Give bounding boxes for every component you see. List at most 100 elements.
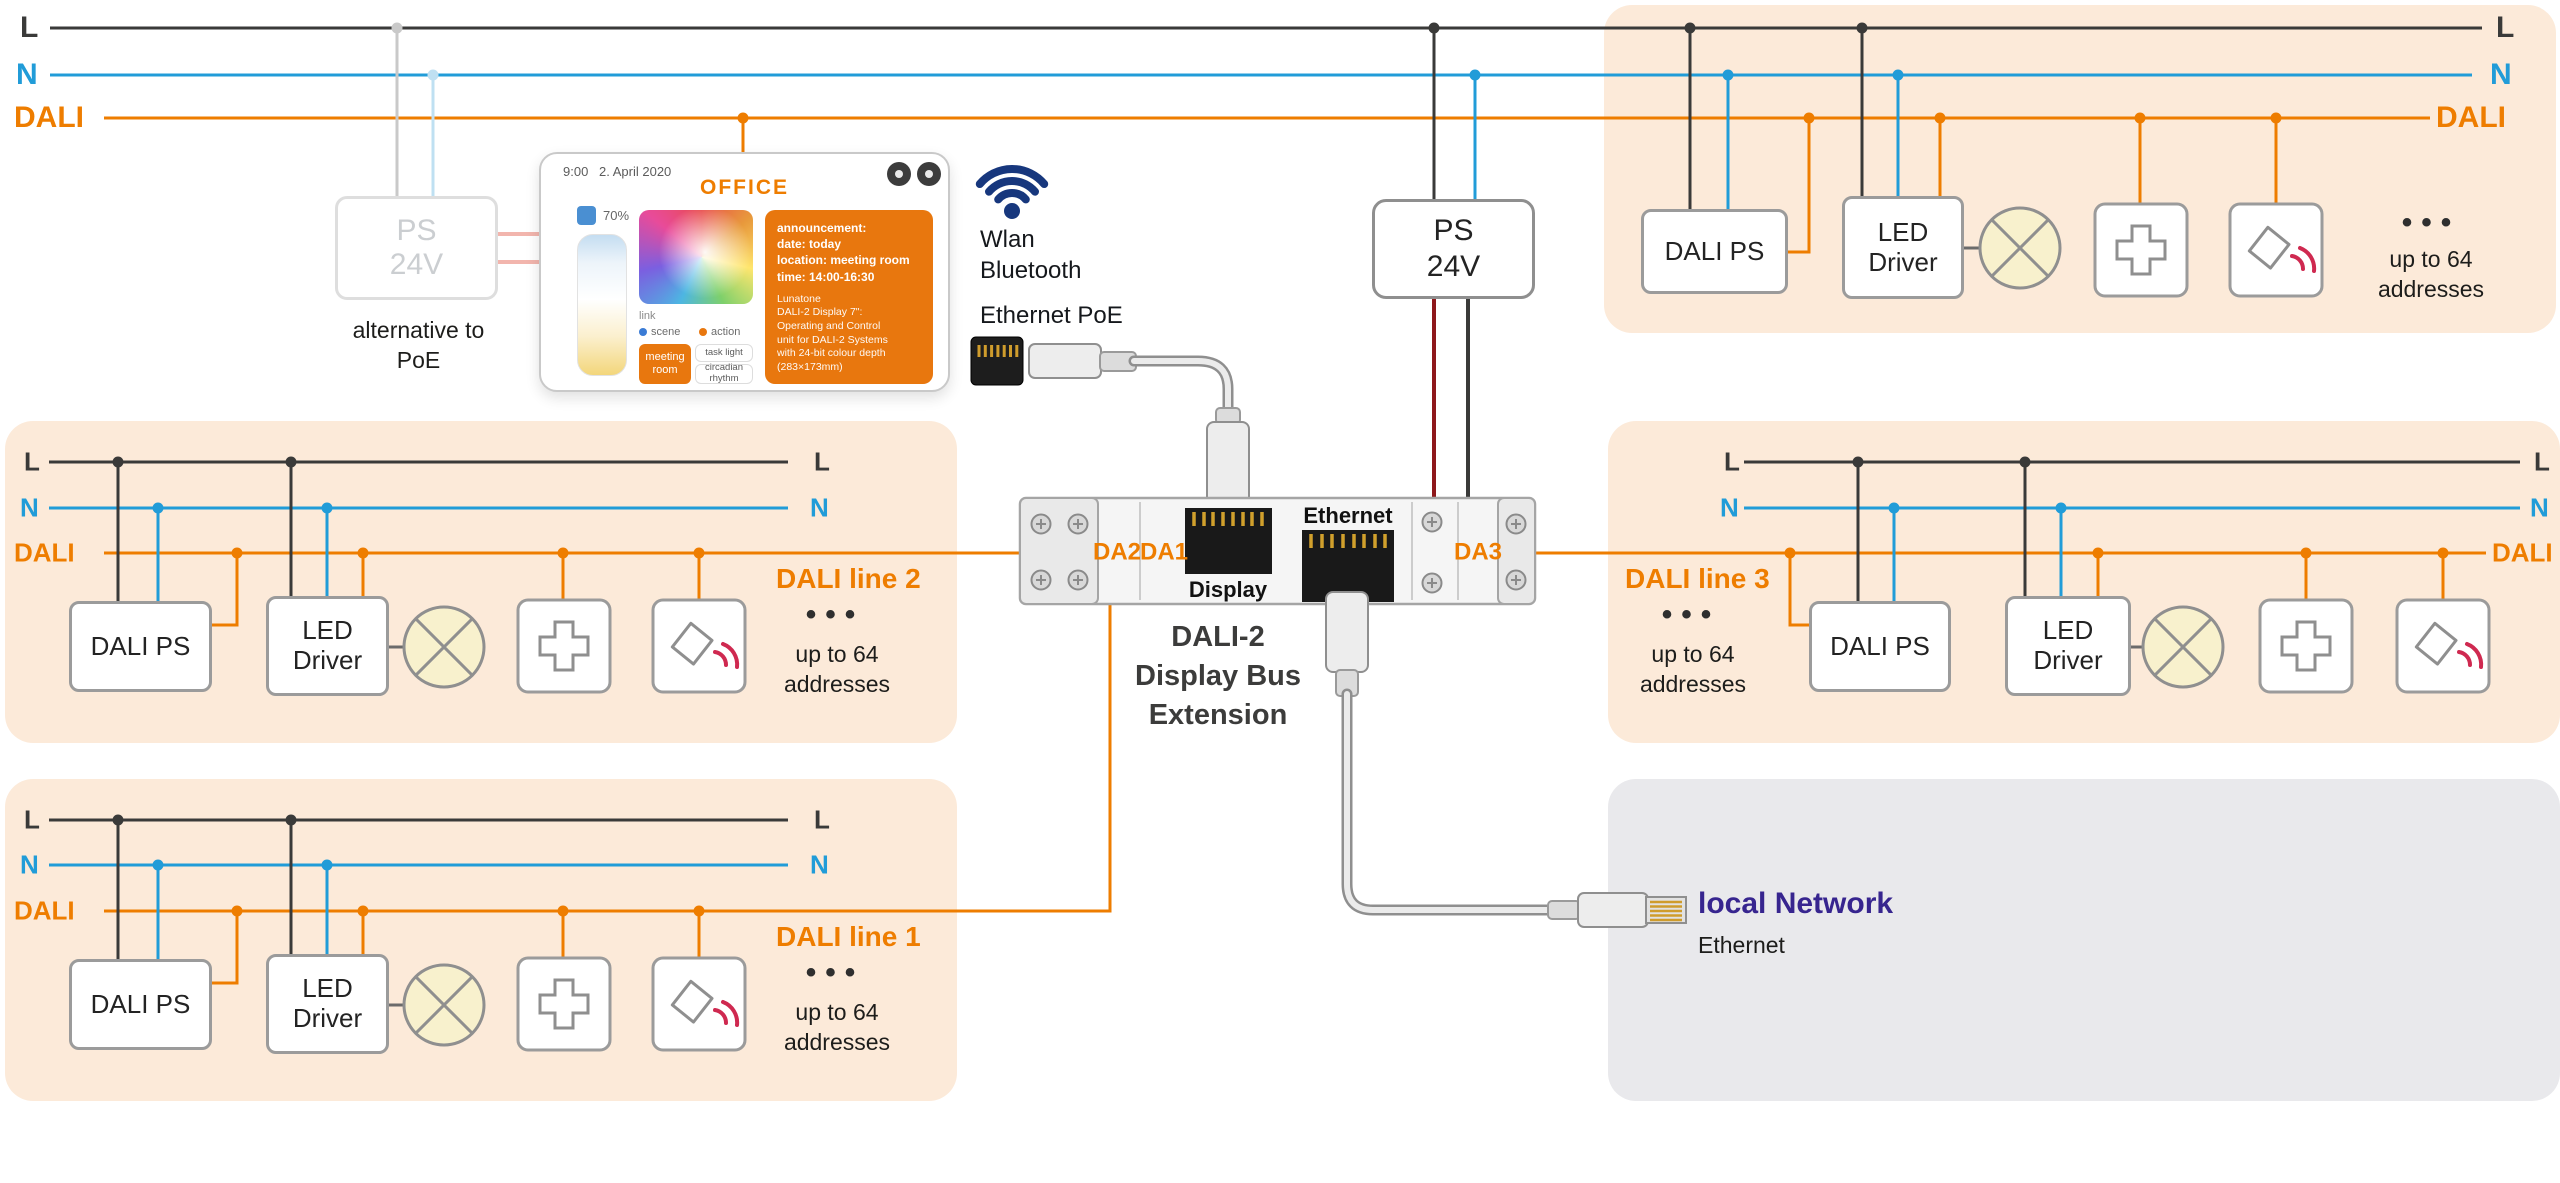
lamp-icon <box>2141 605 2225 689</box>
lamp-icon <box>402 963 486 1047</box>
display-port <box>1185 508 1272 574</box>
line1-n-right: N <box>810 849 829 880</box>
bus-label-dali-right: DALI <box>2436 101 2506 134</box>
line1-wires <box>49 604 1112 1007</box>
line2-l-left: L <box>24 446 40 477</box>
line2-n-left: N <box>20 492 39 523</box>
ethernet-poe-label: Ethernet PoE <box>980 302 1123 329</box>
presence-sensor-icon <box>651 598 747 694</box>
relay-icon <box>2258 598 2354 694</box>
bus-label-l-left: L <box>20 11 39 44</box>
settings-icon[interactable] <box>887 162 911 186</box>
dali-ps-box: DALI PS <box>1641 209 1788 294</box>
announcement-text: announcement: date: today location: meet… <box>777 221 910 284</box>
ethernet-port <box>1302 530 1394 602</box>
power-icon[interactable] <box>917 162 941 186</box>
led-driver-box: LED Driver <box>266 954 389 1054</box>
line2-n-right: N <box>810 492 829 523</box>
presence-sensor-icon <box>2228 202 2324 298</box>
line3-n-right: N <box>2530 492 2549 523</box>
module-da3-label: DA3 <box>1453 538 1503 566</box>
action-label: action <box>711 326 741 338</box>
task-light-button[interactable]: task light <box>695 344 753 362</box>
brightness-slider[interactable] <box>577 234 627 376</box>
module-name: DALI-2 Display Bus Extension <box>1135 621 1301 732</box>
display-cable <box>1128 355 1250 514</box>
ps-24v-alternative-box: PS 24V <box>335 196 498 300</box>
bus-label-dali-left: DALI <box>14 101 84 134</box>
led-driver-box: LED Driver <box>1842 196 1964 299</box>
relay-icon <box>516 598 612 694</box>
ethernet-port-label: Ethernet <box>1303 503 1393 528</box>
dali-ps-box: DALI PS <box>69 601 212 692</box>
line1-dali-left: DALI <box>14 895 75 926</box>
meeting-room-button[interactable]: meeting room <box>639 344 691 384</box>
dali-ps-box: DALI PS <box>1809 601 1951 692</box>
bus-label-n-left: N <box>16 58 38 91</box>
led-driver-box: LED Driver <box>2005 596 2131 696</box>
line2-l-right: L <box>814 446 830 477</box>
scene-chip[interactable]: scene <box>639 326 680 338</box>
line2-title: DALI line 2 <box>776 563 921 594</box>
module-da1-label: DA1 <box>1139 538 1189 566</box>
action-chip[interactable]: action <box>699 326 740 338</box>
alternative-ps-wires <box>391 22 539 264</box>
alternative-to-poe-note: alternative to PoE <box>352 317 485 373</box>
product-note: Lunatone DALI-2 Display 7": Operating an… <box>777 292 888 373</box>
more-devices-dots: ••• <box>805 598 865 631</box>
announcement-panel: announcement: date: today location: meet… <box>765 210 933 384</box>
top-bus-lines <box>50 26 2482 120</box>
ethernet-cable <box>1325 591 1687 928</box>
top-group-wires <box>1688 28 2278 254</box>
line1-l-left: L <box>24 804 40 835</box>
link-label: link <box>639 310 656 322</box>
wifi-icon <box>975 164 1049 219</box>
up-to-64-note: up to 64 addresses <box>783 999 891 1055</box>
relay-icon <box>2093 202 2189 298</box>
up-to-64-note: up to 64 addresses <box>783 641 891 697</box>
local-network-subtitle: Ethernet <box>1698 932 1785 958</box>
ps-24v-box: PS 24V <box>1372 199 1535 299</box>
module-da2-label: DA2 <box>1092 538 1142 566</box>
scene-label: scene <box>651 326 681 338</box>
more-devices-dots: ••• <box>805 956 865 989</box>
circadian-rhythm-button[interactable]: circadian rhythm <box>695 362 753 384</box>
line1-l-right: L <box>814 804 830 835</box>
up-to-64-note: up to 64 addresses <box>1639 641 1747 697</box>
tablet-date: 2. April 2020 <box>599 164 672 179</box>
more-devices-dots: ••• <box>1661 598 1721 631</box>
led-driver-box: LED Driver <box>266 596 389 696</box>
action-dot-icon <box>699 328 707 336</box>
dali-display-tablet: 9:00 2. April 2020 OFFICE 70% link scene… <box>539 152 950 392</box>
bus-extension-module <box>1018 496 1537 606</box>
line1-n-left: N <box>20 849 39 880</box>
relay-icon <box>516 956 612 1052</box>
bus-label-l-right: L <box>2496 11 2515 44</box>
poe-connector <box>970 336 1137 386</box>
brightness-icon <box>577 206 596 225</box>
wlan-bluetooth-label: Wlan Bluetooth <box>980 226 1082 285</box>
bus-label-n-right: N <box>2490 58 2512 91</box>
line3-dali-right: DALI <box>2492 537 2553 568</box>
line3-title: DALI line 3 <box>1625 563 1770 594</box>
dali-ps-box: DALI PS <box>69 959 212 1050</box>
more-devices-dots: ••• <box>2401 206 2461 239</box>
line3-n-left: N <box>1720 492 1739 523</box>
line3-l-left: L <box>1724 446 1740 477</box>
lamp-icon <box>402 605 486 689</box>
junction-dots <box>112 22 2449 917</box>
line3-l-right: L <box>2534 446 2550 477</box>
presence-sensor-icon <box>651 956 747 1052</box>
colour-picker[interactable] <box>639 210 753 304</box>
display-port-label: Display <box>1188 577 1268 602</box>
line2-dali-left: DALI <box>14 537 75 568</box>
brightness-value: 70% <box>603 208 630 223</box>
up-to-64-note: up to 64 addresses <box>2377 246 2485 302</box>
panel-local-network <box>1608 779 2560 1101</box>
local-network-title: local Network <box>1698 887 1894 920</box>
scene-dot-icon <box>639 328 647 336</box>
presence-sensor-icon <box>2395 598 2491 694</box>
tablet-time: 9:00 <box>563 164 589 179</box>
